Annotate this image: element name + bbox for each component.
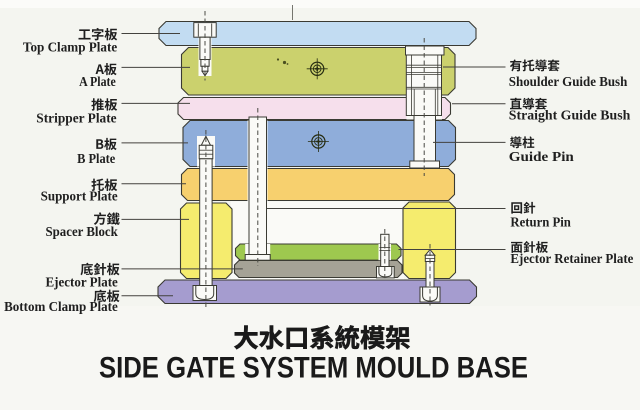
svg-text:Stripper Plate: Stripper Plate	[36, 110, 116, 125]
svg-text:Straight Guide Bush: Straight Guide Bush	[509, 108, 631, 123]
svg-text:Ejector Plate: Ejector Plate	[46, 275, 118, 290]
svg-text:B Plate: B Plate	[77, 151, 115, 166]
svg-text:Return Pin: Return Pin	[510, 214, 571, 229]
svg-text:Spacer Block: Spacer Block	[46, 224, 119, 239]
svg-text:Bottom Clamp Plate: Bottom Clamp Plate	[4, 299, 118, 314]
svg-text:Guide Pin: Guide Pin	[509, 149, 575, 164]
svg-text:Shoulder Guide Bush: Shoulder Guide Bush	[509, 74, 628, 89]
svg-text:Support Plate: Support Plate	[41, 189, 118, 204]
svg-text:A Plate: A Plate	[79, 74, 116, 89]
svg-text:Top Clamp Plate: Top Clamp Plate	[23, 40, 117, 55]
svg-text:Ejector Retainer Plate: Ejector Retainer Plate	[510, 251, 633, 266]
svg-text:SIDE GATE SYSTEM MOULD BASE: SIDE GATE SYSTEM MOULD BASE	[99, 351, 528, 384]
